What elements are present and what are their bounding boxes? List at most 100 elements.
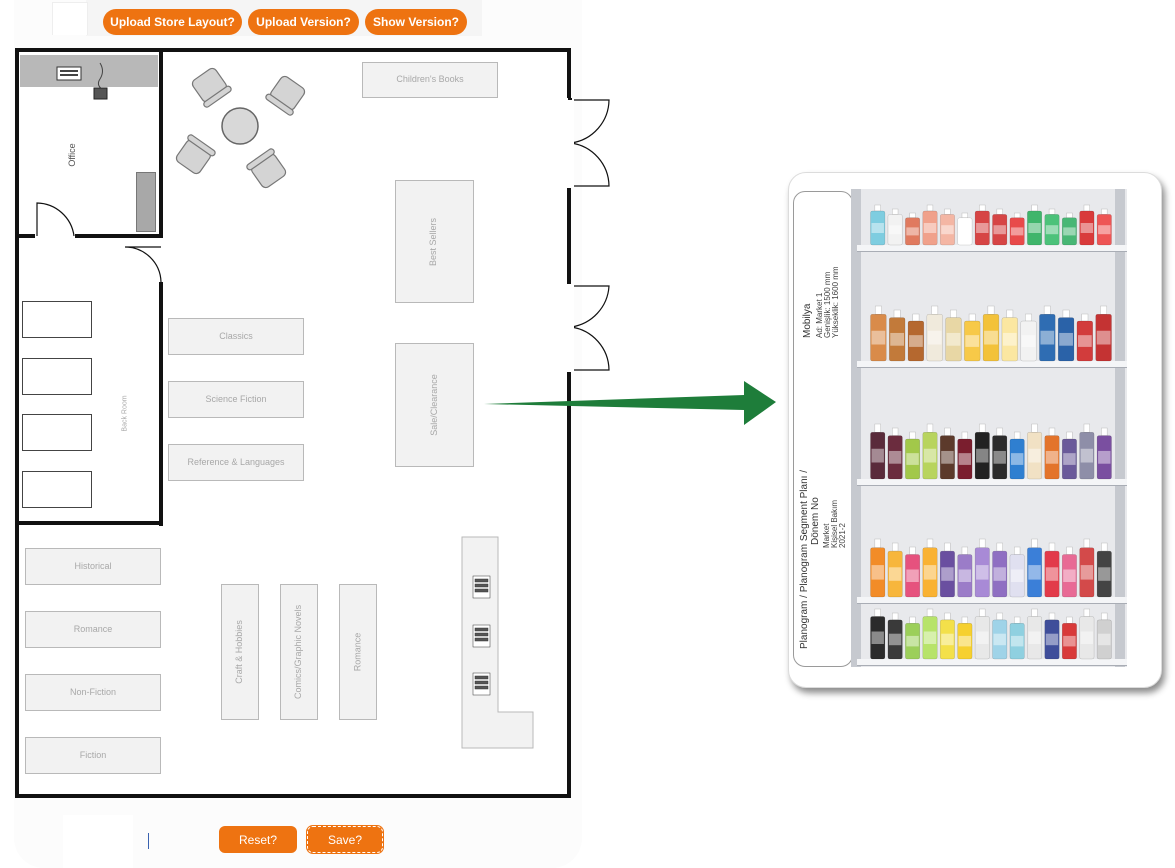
- fixture-science-fiction[interactable]: Science Fiction: [168, 381, 304, 418]
- product-bottle: [1027, 423, 1043, 480]
- fixture-best-sellers[interactable]: Best Sellers: [395, 180, 474, 303]
- product-bottle: [922, 608, 938, 660]
- fixture-historical[interactable]: Historical: [25, 548, 161, 585]
- product-bottle: [887, 208, 903, 246]
- product-bottle: [1027, 204, 1043, 246]
- fixture-reference-languages[interactable]: Reference & Languages: [168, 444, 304, 481]
- product-bottle: [1095, 305, 1112, 362]
- shelf-3: [857, 479, 1127, 486]
- product-bottle: [974, 204, 990, 246]
- office-cabinet: [136, 172, 156, 232]
- product-bottle: [1001, 309, 1018, 362]
- product-bottle: [945, 309, 962, 362]
- product-bottle: [905, 546, 921, 598]
- product-bottle: [926, 305, 943, 362]
- shelf-4: [857, 597, 1127, 604]
- product-bottle: [964, 313, 981, 362]
- product-bottle: [992, 612, 1008, 660]
- product-bottle: [1044, 612, 1060, 660]
- show-version-button[interactable]: Show Version?: [365, 9, 467, 35]
- product-bottle: [974, 538, 990, 598]
- product-bottle: [939, 612, 955, 660]
- product-bottle: [982, 305, 1000, 362]
- shelf-5: [857, 659, 1127, 666]
- product-bottle: [1061, 431, 1077, 480]
- fixture-classics[interactable]: Classics: [168, 318, 304, 355]
- shelf-1: [857, 245, 1127, 252]
- save-button[interactable]: Save?: [306, 825, 384, 854]
- product-bottle: [1044, 208, 1060, 246]
- product-bottle: [1061, 212, 1077, 246]
- office-wall-bottom: [75, 234, 163, 238]
- product-bottle: [907, 313, 925, 362]
- product-bottle: [870, 608, 886, 660]
- fixture-comics-graphic-novels[interactable]: Comics/Graphic Novels: [280, 584, 318, 720]
- product-bottle: [1044, 542, 1060, 598]
- product-bottle: [1027, 608, 1043, 660]
- upload-version-button[interactable]: Upload Version?: [248, 9, 359, 35]
- fixture-non-fiction[interactable]: Non-Fiction: [25, 674, 161, 711]
- office-wall-bottom-left: [15, 234, 35, 238]
- product-bottle: [870, 423, 886, 480]
- product-bottle: [1079, 608, 1095, 660]
- toolbar-corner-box: [52, 2, 88, 35]
- product-bottle: [957, 431, 973, 480]
- product-bottle: [1020, 313, 1037, 362]
- product-bottle: [905, 616, 921, 660]
- backroom-label: Back Room: [121, 395, 129, 432]
- product-bottle: [905, 212, 921, 246]
- product-bottle: [1009, 616, 1025, 660]
- product-bottle: [922, 423, 938, 480]
- planogram-card: Planogram / Planogram Segment Planı / Dö…: [788, 172, 1162, 688]
- product-bottle: [889, 309, 906, 362]
- product-bottle: [1039, 305, 1056, 362]
- text-cursor: [148, 833, 149, 849]
- product-bottle: [1096, 612, 1112, 660]
- product-bottle: [1096, 542, 1112, 598]
- upload-store-layout-button[interactable]: Upload Store Layout?: [103, 9, 242, 35]
- product-bottle: [1079, 204, 1095, 246]
- product-bottle: [870, 538, 886, 598]
- product-bottle: [922, 204, 938, 246]
- product-bottle: [992, 208, 1008, 246]
- product-bottle: [870, 305, 887, 362]
- product-bottle: [939, 208, 955, 246]
- product-bottle: [974, 423, 990, 480]
- product-bottle: [1009, 212, 1025, 246]
- product-bottle: [887, 427, 903, 480]
- product-bottle: [992, 542, 1008, 598]
- shelf-products: [870, 204, 1112, 660]
- product-bottle: [887, 612, 903, 660]
- rack-post-right: [1115, 189, 1125, 667]
- product-bottle: [887, 542, 903, 598]
- product-bottle: [1027, 538, 1043, 598]
- product-bottle: [1096, 427, 1112, 480]
- product-bottle: [1057, 309, 1075, 362]
- footer-blank-box: [63, 815, 133, 868]
- product-bottle: [1009, 546, 1025, 598]
- product-bottle: [1079, 423, 1095, 480]
- backroom-shelf-4: [22, 471, 92, 508]
- fixture-sale-clearance[interactable]: Sale/Clearance: [395, 343, 474, 467]
- product-bottle: [1061, 546, 1077, 598]
- reset-button[interactable]: Reset?: [219, 826, 297, 853]
- office-wall-right: [159, 50, 163, 235]
- fixture-romance-left[interactable]: Romance: [25, 611, 161, 648]
- backroom-wall-bottom: [15, 521, 163, 525]
- backroom-shelf-3: [22, 414, 92, 451]
- office-label: Office: [67, 143, 77, 167]
- product-bottle: [905, 431, 921, 480]
- product-bottle: [992, 427, 1008, 480]
- product-bottle: [974, 608, 990, 660]
- backroom-shelf-1: [22, 301, 92, 338]
- fixture-childrens-books[interactable]: Children's Books: [362, 62, 498, 98]
- backroom-wall-right: [159, 282, 163, 526]
- rack-post-left: [851, 189, 861, 667]
- product-bottle: [939, 427, 955, 480]
- fixture-crafts-hobbies[interactable]: Craft & Hobbies: [221, 584, 259, 720]
- product-bottle: [957, 546, 973, 598]
- fixture-fiction[interactable]: Fiction: [25, 737, 161, 774]
- product-bottle: [1044, 427, 1060, 480]
- fixture-romance-center[interactable]: Romance: [339, 584, 377, 720]
- backroom-shelf-2: [22, 358, 92, 395]
